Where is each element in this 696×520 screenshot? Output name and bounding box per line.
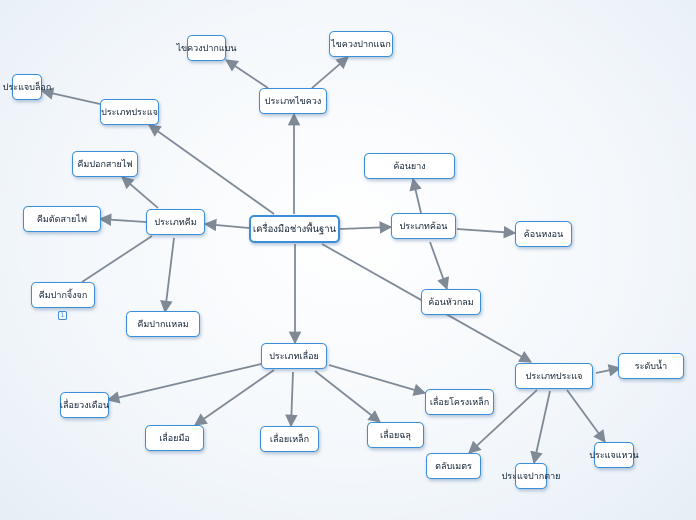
node-combination-pliers[interactable]: คีมปากจิ้งจก (31, 282, 95, 308)
link-levels-tape (468, 389, 538, 454)
link-saws-hacksaw (285, 371, 298, 428)
link-saws-jigsaw (314, 370, 381, 423)
node-coping-saw[interactable]: เลื่อยโครงเหล็ก (425, 389, 494, 415)
node-hacksaw[interactable]: เลื่อยเหล็ก (260, 426, 319, 452)
link-levels-open-wrench (530, 390, 551, 465)
node-hammers[interactable]: ประเภทค้อน (391, 213, 456, 239)
node-claw-hammer[interactable]: ค้อนหงอน (515, 221, 572, 247)
node-cross-screwdriver[interactable]: ไขควงปากแฉก (329, 31, 393, 57)
link-pliers-wire-stripper (121, 176, 159, 209)
link-root-pliers (203, 218, 250, 232)
node-saws[interactable]: ประเภทเลื่อย (261, 343, 327, 369)
link-hammers-ball-peen (429, 241, 450, 291)
link-root-wrenches (147, 124, 275, 215)
link-hammers-claw (456, 225, 517, 239)
node-levels[interactable]: ประเภทประแจ (515, 363, 593, 389)
link-screwdrivers-cross (311, 56, 349, 89)
node-ball-peen-hammer[interactable]: ค้อนหัวกลม (421, 289, 481, 315)
node-tape-measure[interactable]: ตลับเมตร (426, 453, 481, 479)
node-screwdrivers[interactable]: ประเภทไขควง (259, 88, 327, 114)
node-mallet[interactable]: ค้อนยาง (364, 153, 455, 179)
node-wire-stripper[interactable]: คีมปอกสายไฟ (72, 151, 138, 177)
node-long-nose-pliers[interactable]: คีมปากแหลม (126, 311, 200, 337)
node-socket-wrench[interactable]: ประแจบล็อก (3, 74, 51, 100)
link-screwdrivers-flat (224, 59, 269, 89)
node-level[interactable]: ระดับน้ำ (618, 353, 684, 379)
link-wrenches-socket (40, 87, 101, 105)
link-pliers-cutting (98, 213, 147, 227)
node-ring-wrench[interactable]: ประแจแหวน (589, 442, 639, 468)
link-pliers-long-nose (160, 237, 175, 314)
link-saws-circular (106, 363, 262, 404)
node-hand-saw[interactable]: เลื่อยมือ (145, 425, 204, 451)
attachment-badge[interactable]: 1 (58, 311, 67, 320)
link-saws-hand (193, 369, 275, 426)
link-saws-coping (328, 364, 427, 396)
node-circular-saw[interactable]: เลื่อยวงเดือน (60, 392, 109, 418)
node-flat-screwdriver[interactable]: ไขควงปากแบน (176, 35, 237, 61)
link-levels-level (595, 364, 622, 377)
link-pliers-combination (81, 235, 153, 283)
node-root[interactable]: เครื่องมือช่างพื้นฐาน (249, 215, 340, 243)
node-cutting-pliers[interactable]: คีมตัดสายไฟ (23, 206, 101, 232)
node-wrenches[interactable]: ประเภทประแจ (100, 99, 159, 125)
node-pliers[interactable]: ประเภทคีม (146, 209, 205, 235)
link-levels-ring-wrench (566, 389, 606, 444)
link-root-hammers (339, 221, 393, 234)
node-jigsaw[interactable]: เลื่อยฉลุ (367, 422, 424, 448)
link-hammers-mallet (409, 177, 422, 214)
node-open-wrench[interactable]: ประแจปากตาย (502, 463, 560, 489)
